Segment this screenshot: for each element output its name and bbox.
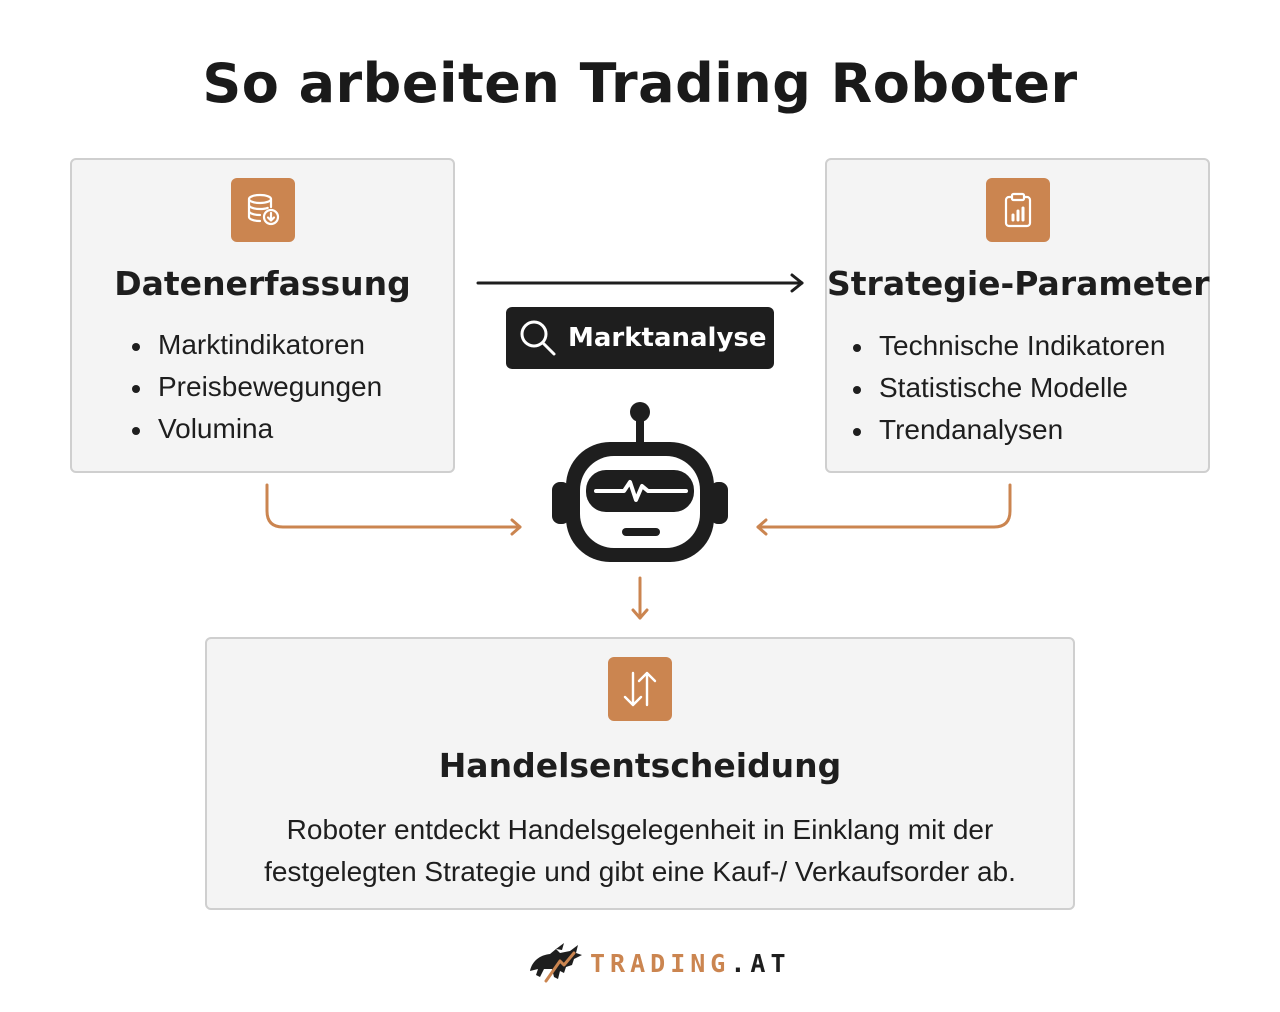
flow-arrow-left-to-robot <box>265 483 522 536</box>
page-title: So arbeiten Trading Roboter <box>202 52 1078 115</box>
market-analysis-text: Marktanalyse <box>568 323 767 353</box>
trade-decision-box: Handelsentscheidung Roboter entdeckt Han… <box>205 637 1075 910</box>
flow-arrow-right <box>476 273 804 293</box>
list-item: Preisbewegungen <box>130 366 382 408</box>
brand-logo[interactable]: TRADING.AT <box>526 938 791 988</box>
arrows-up-down-icon <box>608 657 672 721</box>
search-icon <box>518 318 558 358</box>
flow-arrow-right-to-robot <box>756 483 1012 536</box>
strategy-parameters-heading: Strategie-Parameter <box>827 264 1210 303</box>
description-line: Roboter entdeckt Handelsgelegenheit in E… <box>286 814 994 845</box>
clipboard-chart-icon <box>986 178 1050 242</box>
data-collection-box: Datenerfassung Marktindikatoren Preisbew… <box>70 158 455 473</box>
strategy-parameters-box: Strategie-Parameter Technische Indikator… <box>825 158 1210 473</box>
list-item: Trendanalysen <box>851 409 1165 451</box>
market-analysis-label: Marktanalyse <box>506 307 774 369</box>
flow-arrow-down <box>631 576 649 620</box>
data-collection-heading: Datenerfassung <box>114 264 411 303</box>
strategy-parameters-list: Technische Indikatoren Statistische Mode… <box>851 325 1165 451</box>
trade-decision-description: Roboter entdeckt Handelsgelegenheit in E… <box>207 809 1073 893</box>
brand-name: TRADING.AT <box>590 948 791 978</box>
trade-decision-heading: Handelsentscheidung <box>438 746 842 785</box>
bull-logo-icon <box>526 941 584 985</box>
robot-icon <box>552 402 728 562</box>
description-line: festgelegten Strategie und gibt eine Kau… <box>264 856 1016 887</box>
database-download-icon <box>231 178 295 242</box>
list-item: Technische Indikatoren <box>851 325 1165 367</box>
list-item: Marktindikatoren <box>130 324 382 366</box>
list-item: Statistische Modelle <box>851 367 1165 409</box>
data-collection-list: Marktindikatoren Preisbewegungen Volumin… <box>130 324 382 450</box>
list-item: Volumina <box>130 408 382 450</box>
